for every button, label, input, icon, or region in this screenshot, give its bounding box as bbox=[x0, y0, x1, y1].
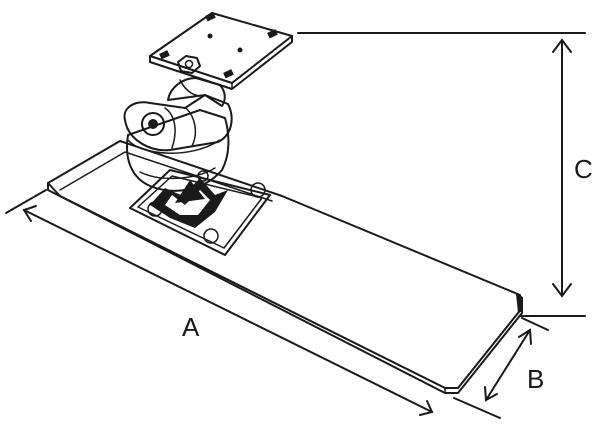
hex-nut bbox=[177, 55, 201, 74]
swivel-column bbox=[126, 109, 230, 228]
arrow-c-top bbox=[552, 38, 572, 53]
arrow-b-top bbox=[518, 328, 532, 345]
pivot-bolt bbox=[141, 112, 165, 136]
extension-line-b-top bbox=[521, 317, 549, 331]
label-c: C bbox=[574, 154, 593, 184]
dimension-c: C bbox=[297, 32, 593, 317]
dimension-a: A bbox=[5, 189, 434, 416]
bolt-hole-4 bbox=[197, 170, 209, 182]
extension-line-a-left bbox=[5, 189, 47, 214]
extension-line-b-bottom bbox=[453, 397, 501, 419]
knuckle-joint bbox=[123, 77, 233, 152]
dimension-line-a bbox=[23, 209, 433, 413]
arrow-a-right bbox=[419, 400, 434, 416]
slot-2 bbox=[267, 29, 278, 39]
bolt-hole-3 bbox=[250, 182, 266, 198]
arrow-c-bottom bbox=[552, 283, 572, 298]
slot-4 bbox=[223, 69, 234, 79]
dimension-b: B bbox=[453, 317, 549, 419]
tray-mount-plate bbox=[129, 169, 271, 256]
arrow-b-bottom bbox=[484, 386, 498, 402]
slot-1 bbox=[205, 12, 216, 22]
top-adapter-plate bbox=[149, 12, 293, 90]
label-b: B bbox=[527, 364, 544, 394]
base-tray bbox=[47, 140, 523, 394]
label-a: A bbox=[182, 312, 200, 342]
bolt-hole-2 bbox=[203, 228, 219, 244]
slot-3 bbox=[159, 50, 170, 60]
arrow-a-left bbox=[22, 205, 37, 222]
dimension-line-b bbox=[485, 329, 531, 401]
